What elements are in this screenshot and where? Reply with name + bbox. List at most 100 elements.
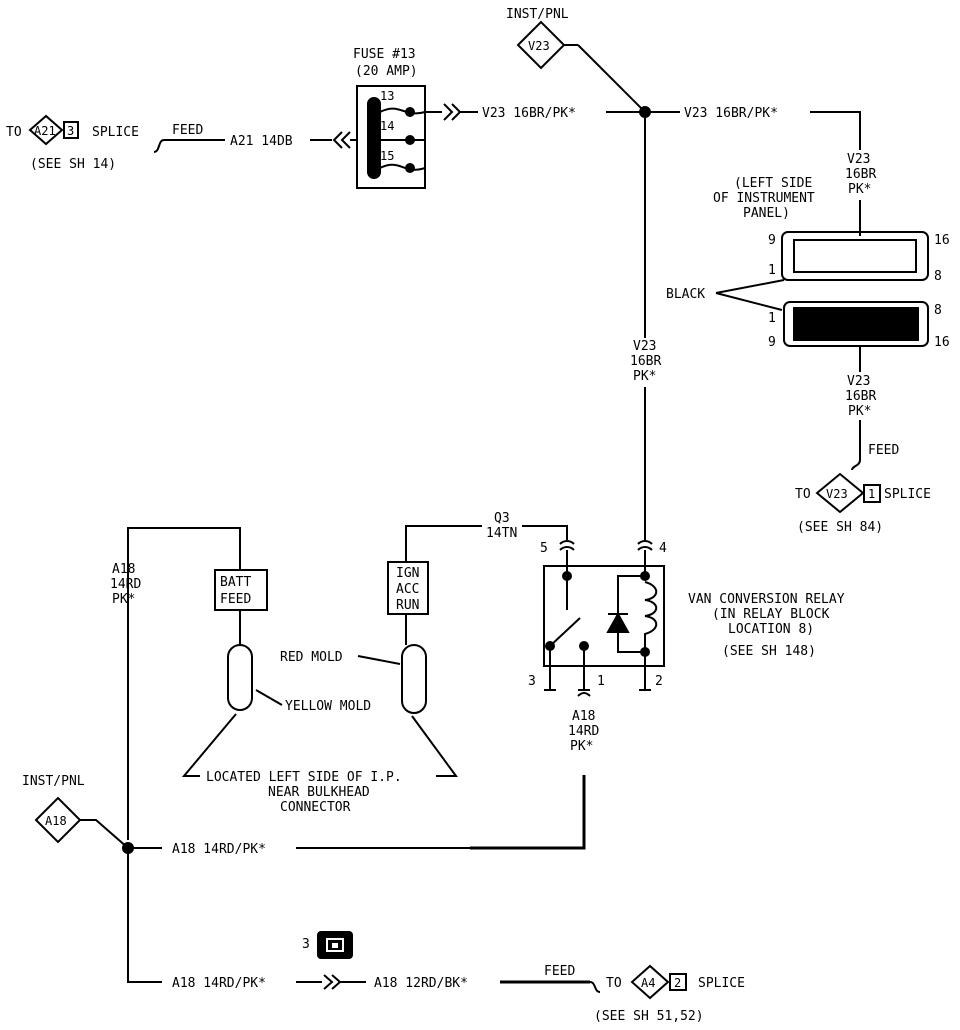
a18-relay-l1: A18 bbox=[572, 709, 595, 724]
ground-symbol-dot bbox=[332, 943, 338, 948]
relay-cavity-ends bbox=[544, 689, 651, 697]
located-l2: NEAR BULKHEAD bbox=[268, 785, 370, 800]
relay-name-1: VAN CONVERSION RELAY bbox=[688, 592, 845, 607]
relay-t5-conn bbox=[559, 540, 575, 551]
relay-diode bbox=[606, 611, 630, 633]
ground-number: 3 bbox=[302, 937, 310, 952]
ign-l2: ACC bbox=[396, 582, 419, 597]
a18-left-l1: A18 bbox=[112, 562, 135, 577]
a18-conn-id: A18 bbox=[45, 814, 67, 828]
v23-inline-conn bbox=[443, 103, 462, 121]
left-see: (SEE SH 14) bbox=[30, 157, 116, 172]
q3-l2: 14TN bbox=[486, 526, 517, 541]
a4-splice: SPLICE bbox=[698, 976, 745, 991]
relay-t4: 4 bbox=[659, 541, 667, 556]
batt-plug bbox=[227, 644, 253, 711]
v23-wire-label-b: V23 16BR/PK* bbox=[684, 106, 778, 121]
fuse-block bbox=[356, 85, 426, 189]
a4-conn-diamond bbox=[630, 964, 670, 1000]
located-l3: CONNECTOR bbox=[280, 800, 351, 815]
a21-inline-conn bbox=[332, 131, 351, 149]
ip-conn-label-3: PANEL) bbox=[743, 206, 790, 221]
rw-conn-pin-box bbox=[863, 484, 881, 503]
rw-conn-id: V23 bbox=[826, 487, 848, 501]
a4-pin: 2 bbox=[674, 976, 681, 990]
rw-feed: FEED bbox=[868, 443, 899, 458]
batt-l2: FEED bbox=[220, 592, 251, 607]
fuse-pin-14: 14 bbox=[380, 119, 394, 133]
fuse-pin-dot bbox=[405, 107, 415, 117]
top-conn-id: V23 bbox=[528, 39, 550, 53]
a18-conn-wire bbox=[80, 819, 129, 849]
left-conn-pin: 3 bbox=[67, 124, 74, 138]
fuse-rating: (20 AMP) bbox=[355, 64, 418, 79]
rw-l5: 16BR bbox=[845, 389, 876, 404]
top-conn-wire bbox=[577, 44, 646, 113]
rw-splice: SPLICE bbox=[884, 487, 931, 502]
batt-l1: BATT bbox=[220, 575, 251, 590]
relay-name-2: (IN RELAY BLOCK bbox=[712, 607, 830, 622]
relay-t4-conn bbox=[637, 540, 653, 551]
left-conn-pin-box bbox=[63, 121, 79, 139]
a18-to: TO bbox=[606, 976, 622, 991]
cw-l1: V23 bbox=[633, 339, 656, 354]
a18-wire-bot2: A18 12RD/BK* bbox=[374, 976, 468, 991]
left-splice: SPLICE bbox=[92, 125, 139, 140]
left-conn-diamond bbox=[28, 114, 64, 146]
black-label: BLACK bbox=[666, 287, 705, 302]
black-arrows bbox=[715, 279, 785, 311]
a4-pin-box bbox=[669, 973, 687, 991]
a18-relay-wire bbox=[470, 775, 586, 850]
relay-contact-arm bbox=[549, 617, 581, 647]
cw-l3: PK* bbox=[633, 369, 656, 384]
relay-body bbox=[543, 565, 665, 667]
ign-l1: IGN bbox=[396, 566, 419, 581]
v23-right-l3: PK* bbox=[848, 182, 871, 197]
relay-coil bbox=[644, 581, 658, 652]
v23-right-l1: V23 bbox=[847, 152, 870, 167]
left-feed-break bbox=[153, 139, 165, 153]
located-l1: LOCATED LEFT SIDE OF I.P. bbox=[206, 770, 402, 785]
ground-symbol-inner bbox=[326, 938, 344, 952]
a4-conn-id: A4 bbox=[641, 976, 655, 990]
red-arrow bbox=[357, 655, 401, 665]
a18-inline-conn bbox=[323, 974, 342, 990]
left-feed: FEED bbox=[172, 123, 203, 138]
v23-wire-label-a: V23 16BR/PK* bbox=[482, 106, 576, 121]
rw-feed-break bbox=[851, 459, 861, 471]
fuse-element bbox=[367, 97, 381, 179]
fuse-pin-dot bbox=[405, 163, 415, 173]
relay-t2: 2 bbox=[655, 674, 663, 689]
left-to: TO bbox=[6, 125, 22, 140]
rw-see: (SEE SH 84) bbox=[797, 520, 883, 535]
relay-see: (SEE SH 148) bbox=[722, 644, 816, 659]
ign-box bbox=[387, 561, 429, 615]
ip-conn-label-2: OF INSTRUMENT bbox=[713, 191, 815, 206]
relay-t3: 3 bbox=[528, 674, 536, 689]
left-conn-id: A21 bbox=[34, 124, 56, 138]
a18-wire-bot: A18 14RD/PK* bbox=[172, 976, 266, 991]
a18-feed-break bbox=[589, 981, 601, 993]
q3-l1: Q3 bbox=[494, 511, 510, 526]
a18-top-wire bbox=[127, 527, 241, 840]
yellow-arrow bbox=[255, 689, 283, 706]
ip-connector-bottom-inner bbox=[793, 307, 919, 341]
a18-down-wire bbox=[127, 848, 162, 983]
ip-conn-label-1: (LEFT SIDE bbox=[734, 176, 812, 191]
relay-t5: 5 bbox=[540, 541, 548, 556]
relay-name-3: LOCATION 8) bbox=[728, 622, 814, 637]
rw-l6: PK* bbox=[848, 404, 871, 419]
fuse-title: FUSE #13 bbox=[353, 47, 416, 62]
ign-l3: RUN bbox=[396, 598, 419, 613]
a18-wire-mid: A18 14RD/PK* bbox=[172, 842, 266, 857]
a18-left-l3: PK* bbox=[112, 592, 135, 607]
fuse-pin-dot bbox=[405, 135, 415, 145]
ip-pin-16b: 16 bbox=[934, 335, 950, 350]
fuse-link bbox=[379, 107, 426, 171]
located-arrows bbox=[181, 713, 458, 777]
ip-connector-top bbox=[781, 231, 929, 281]
a18-inst-pnl: INST/PNL bbox=[22, 774, 85, 789]
a18-left-l2: 14RD bbox=[110, 577, 141, 592]
q3-wire bbox=[405, 525, 482, 550]
